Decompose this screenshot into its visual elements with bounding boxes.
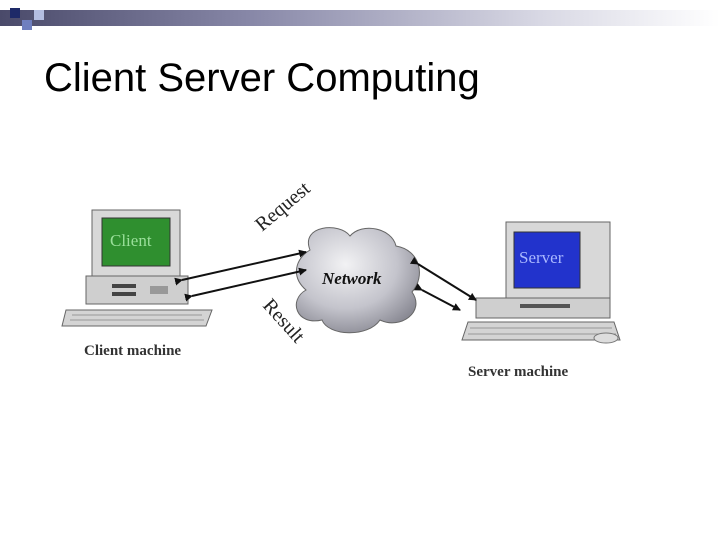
- client-caption: Client machine: [84, 343, 181, 359]
- request-arrow: [174, 249, 307, 286]
- network-label: Network: [321, 269, 382, 288]
- client-computer: Client: [61, 209, 213, 327]
- server-caption: Server machine: [468, 364, 568, 380]
- server-arrow-lower: [413, 283, 461, 311]
- accent-square: [34, 10, 44, 20]
- accent-square: [10, 8, 20, 18]
- client-screen: [101, 217, 171, 267]
- result-arrow: [184, 267, 307, 302]
- server-arrow-upper: [409, 256, 477, 301]
- server-computer: Server: [461, 221, 621, 344]
- title-accent-bar: [0, 10, 720, 26]
- server-screen-label: Server: [519, 248, 564, 267]
- server-screen: [513, 231, 581, 289]
- accent-square: [22, 20, 32, 30]
- page-title: Client Server Computing: [44, 56, 480, 100]
- client-system-unit: [85, 275, 189, 305]
- server-keyboard: [461, 321, 621, 341]
- client-keyboard: [61, 309, 213, 327]
- server-mouse: [593, 332, 619, 344]
- client-screen-label: Client: [110, 231, 152, 250]
- request-label: Request: [251, 177, 315, 236]
